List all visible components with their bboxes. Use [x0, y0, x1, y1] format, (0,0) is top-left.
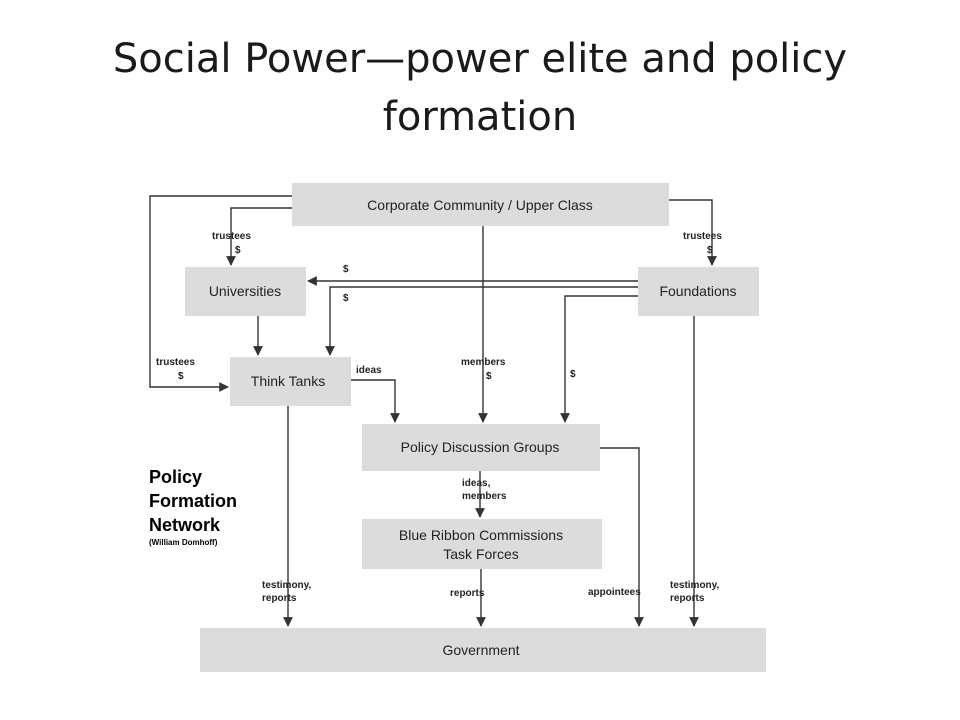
- slide-title: Social Power—power elite and policy form…: [0, 30, 960, 146]
- edge-label-trustees-think-tanks: trustees: [156, 357, 195, 368]
- network-label-credit: (William Domhoff): [149, 538, 218, 547]
- edge-label-testimony-left: testimony,: [262, 580, 311, 591]
- edge-label-trustees-left: trustees: [212, 231, 251, 242]
- edge-label-dollar-policy-groups: $: [570, 369, 576, 380]
- edge-foundations-policy-groups: [560, 295, 638, 423]
- edge-label-members-lower: members: [462, 491, 507, 502]
- edge-label-dollar-left: $: [235, 245, 241, 256]
- edge-foundations-think-tanks: [325, 286, 638, 356]
- edge-label-ideas-comma: ideas,: [462, 478, 491, 489]
- edge-corporate-think-tanks: [149, 195, 292, 392]
- edge-policy-groups-government: [600, 447, 644, 627]
- government-box: [200, 628, 766, 672]
- foundations-box: [638, 267, 759, 316]
- network-label-line-2: Formation: [149, 491, 237, 511]
- edge-label-dollar-members: $: [486, 371, 492, 382]
- blue-ribbon-label-line-1: Blue Ribbon Commissions: [399, 527, 563, 543]
- blue-ribbon-commissions-box: [362, 519, 602, 569]
- edge-label-dollar-universities: $: [343, 264, 349, 275]
- network-label-line-1: Policy: [149, 467, 202, 487]
- edge-label-appointees: appointees: [588, 587, 641, 598]
- slide-title-line-1: Social Power—power elite and policy: [112, 36, 848, 82]
- policy-discussion-groups-label: Policy Discussion Groups: [401, 439, 560, 455]
- edge-corporate-universities: [226, 207, 292, 266]
- think-tanks-box: [230, 357, 351, 406]
- edge-label-reports-center: reports: [450, 588, 485, 599]
- edge-label-dollar-think-tanks: $: [343, 293, 349, 304]
- slide-title-line-2: formation: [382, 94, 578, 140]
- edge-label-ideas: ideas: [356, 365, 382, 376]
- edge-corporate-foundations: [669, 199, 717, 266]
- network-label-line-3: Network: [149, 515, 221, 535]
- edge-label-dollar-right: $: [707, 245, 713, 256]
- edge-think-tanks-policy-groups: [351, 379, 400, 423]
- universities-box: [185, 267, 306, 316]
- foundations-label: Foundations: [659, 283, 736, 299]
- edge-label-trustees-right: trustees: [683, 231, 722, 242]
- edge-label-dollar-think-tanks-loop: $: [178, 371, 184, 382]
- edge-label-testimony-right: testimony,: [670, 580, 719, 591]
- edge-label-reports-left: reports: [262, 593, 297, 604]
- corporate-community-box: [292, 183, 669, 226]
- think-tanks-label: Think Tanks: [251, 373, 325, 389]
- universities-label: Universities: [209, 283, 281, 299]
- policy-discussion-groups-box: [362, 424, 600, 471]
- edge-label-members: members: [461, 357, 506, 368]
- corporate-community-label: Corporate Community / Upper Class: [367, 197, 593, 213]
- edge-label-reports-right: reports: [670, 593, 705, 604]
- blue-ribbon-label-line-2: Task Forces: [443, 546, 518, 562]
- government-label: Government: [442, 642, 519, 658]
